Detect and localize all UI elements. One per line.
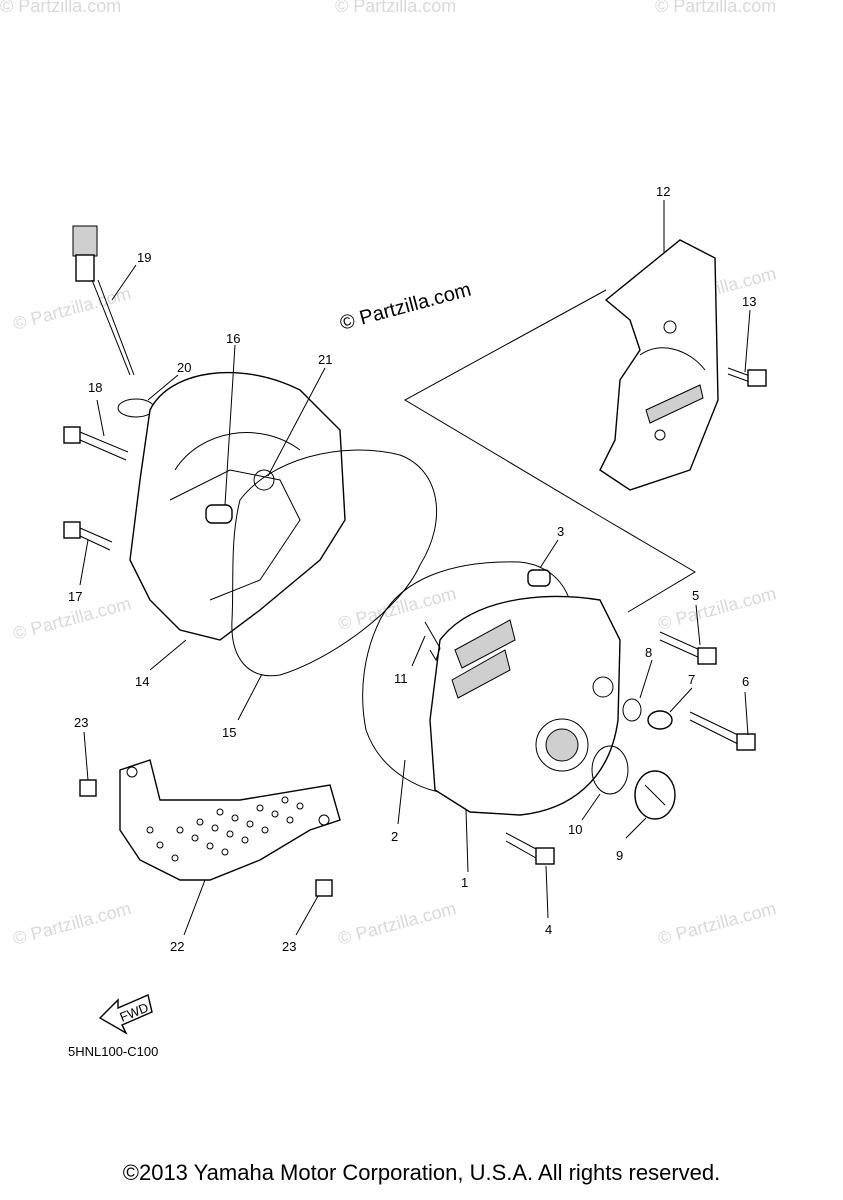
fwd-arrow-icon: FWD [98, 994, 153, 1035]
watermark-center-2: © Partzilla.com [336, 583, 458, 634]
callout-3: 3 [557, 524, 564, 539]
callout-13: 13 [742, 294, 756, 309]
callout-23-b: 23 [282, 939, 296, 954]
callout-19: 19 [137, 250, 151, 265]
callout-18: 18 [88, 380, 102, 395]
bolt-17 [63, 521, 113, 551]
bolt-5 [659, 631, 717, 665]
o-ring-8 [622, 698, 642, 722]
watermark-top-right: © Partzilla.com [655, 0, 776, 16]
callout-8: 8 [645, 645, 652, 660]
callout-9: 9 [616, 848, 623, 863]
o-ring-10 [591, 745, 629, 795]
bolt-23-b [315, 879, 333, 897]
callout-10: 10 [568, 822, 582, 837]
callout-16: 16 [226, 331, 240, 346]
callout-6: 6 [742, 674, 749, 689]
callout-5: 5 [692, 588, 699, 603]
bolt-13 [727, 367, 767, 387]
leader-lines [79, 200, 751, 936]
plug-7 [647, 710, 673, 730]
callout-1: 1 [461, 875, 468, 890]
watermark-center-3: © Partzilla.com [336, 898, 458, 949]
bolt-23-a [79, 779, 97, 797]
callout-21: 21 [318, 352, 332, 367]
callout-17: 17 [68, 589, 82, 604]
callout-7: 7 [688, 672, 695, 687]
o-ring-20 [117, 398, 155, 418]
callout-11: 11 [394, 671, 408, 686]
copyright-notice: ©2013 Yamaha Motor Corporation, U.S.A. A… [122, 1160, 721, 1185]
callout-15: 15 [222, 725, 236, 740]
bolt-4 [505, 832, 555, 865]
watermark-right-3: © Partzilla.com [656, 898, 778, 949]
callout-12: 12 [656, 184, 670, 199]
watermark-top-center: © Partzilla.com [335, 0, 456, 16]
skid-plate-22 [119, 759, 341, 881]
crankcase-cover-left [129, 371, 346, 641]
fwd-label: FWD [118, 1000, 151, 1025]
callout-2: 2 [391, 829, 398, 844]
crankcase-cover-right [429, 595, 621, 816]
watermark-left-1: © Partzilla.com [11, 283, 133, 334]
watermark-left-3: © Partzilla.com [11, 898, 133, 949]
clip-11 [424, 621, 441, 662]
assembly-frame [403, 289, 696, 613]
callout-23-a: 23 [74, 715, 88, 730]
callout-20: 20 [177, 360, 191, 375]
cap-9 [634, 770, 676, 820]
sprocket-cover [599, 239, 719, 491]
dipstick-19 [72, 225, 135, 376]
bolt-18 [63, 426, 129, 461]
bolt-6 [689, 711, 756, 751]
diagram-code: 5HNL100-C100 [68, 1044, 159, 1059]
main-watermark: © Partzilla.com [338, 279, 474, 335]
watermark-right-2: © Partzilla.com [656, 583, 778, 634]
callout-4: 4 [545, 922, 552, 937]
callout-14: 14 [135, 674, 149, 689]
callout-22: 22 [170, 939, 184, 954]
dowel-3 [527, 569, 551, 587]
callout-labels: 1 2 3 4 5 6 7 8 9 10 11 12 13 14 15 16 1… [68, 184, 756, 954]
watermark-top-left: © Partzilla.com [0, 0, 121, 16]
